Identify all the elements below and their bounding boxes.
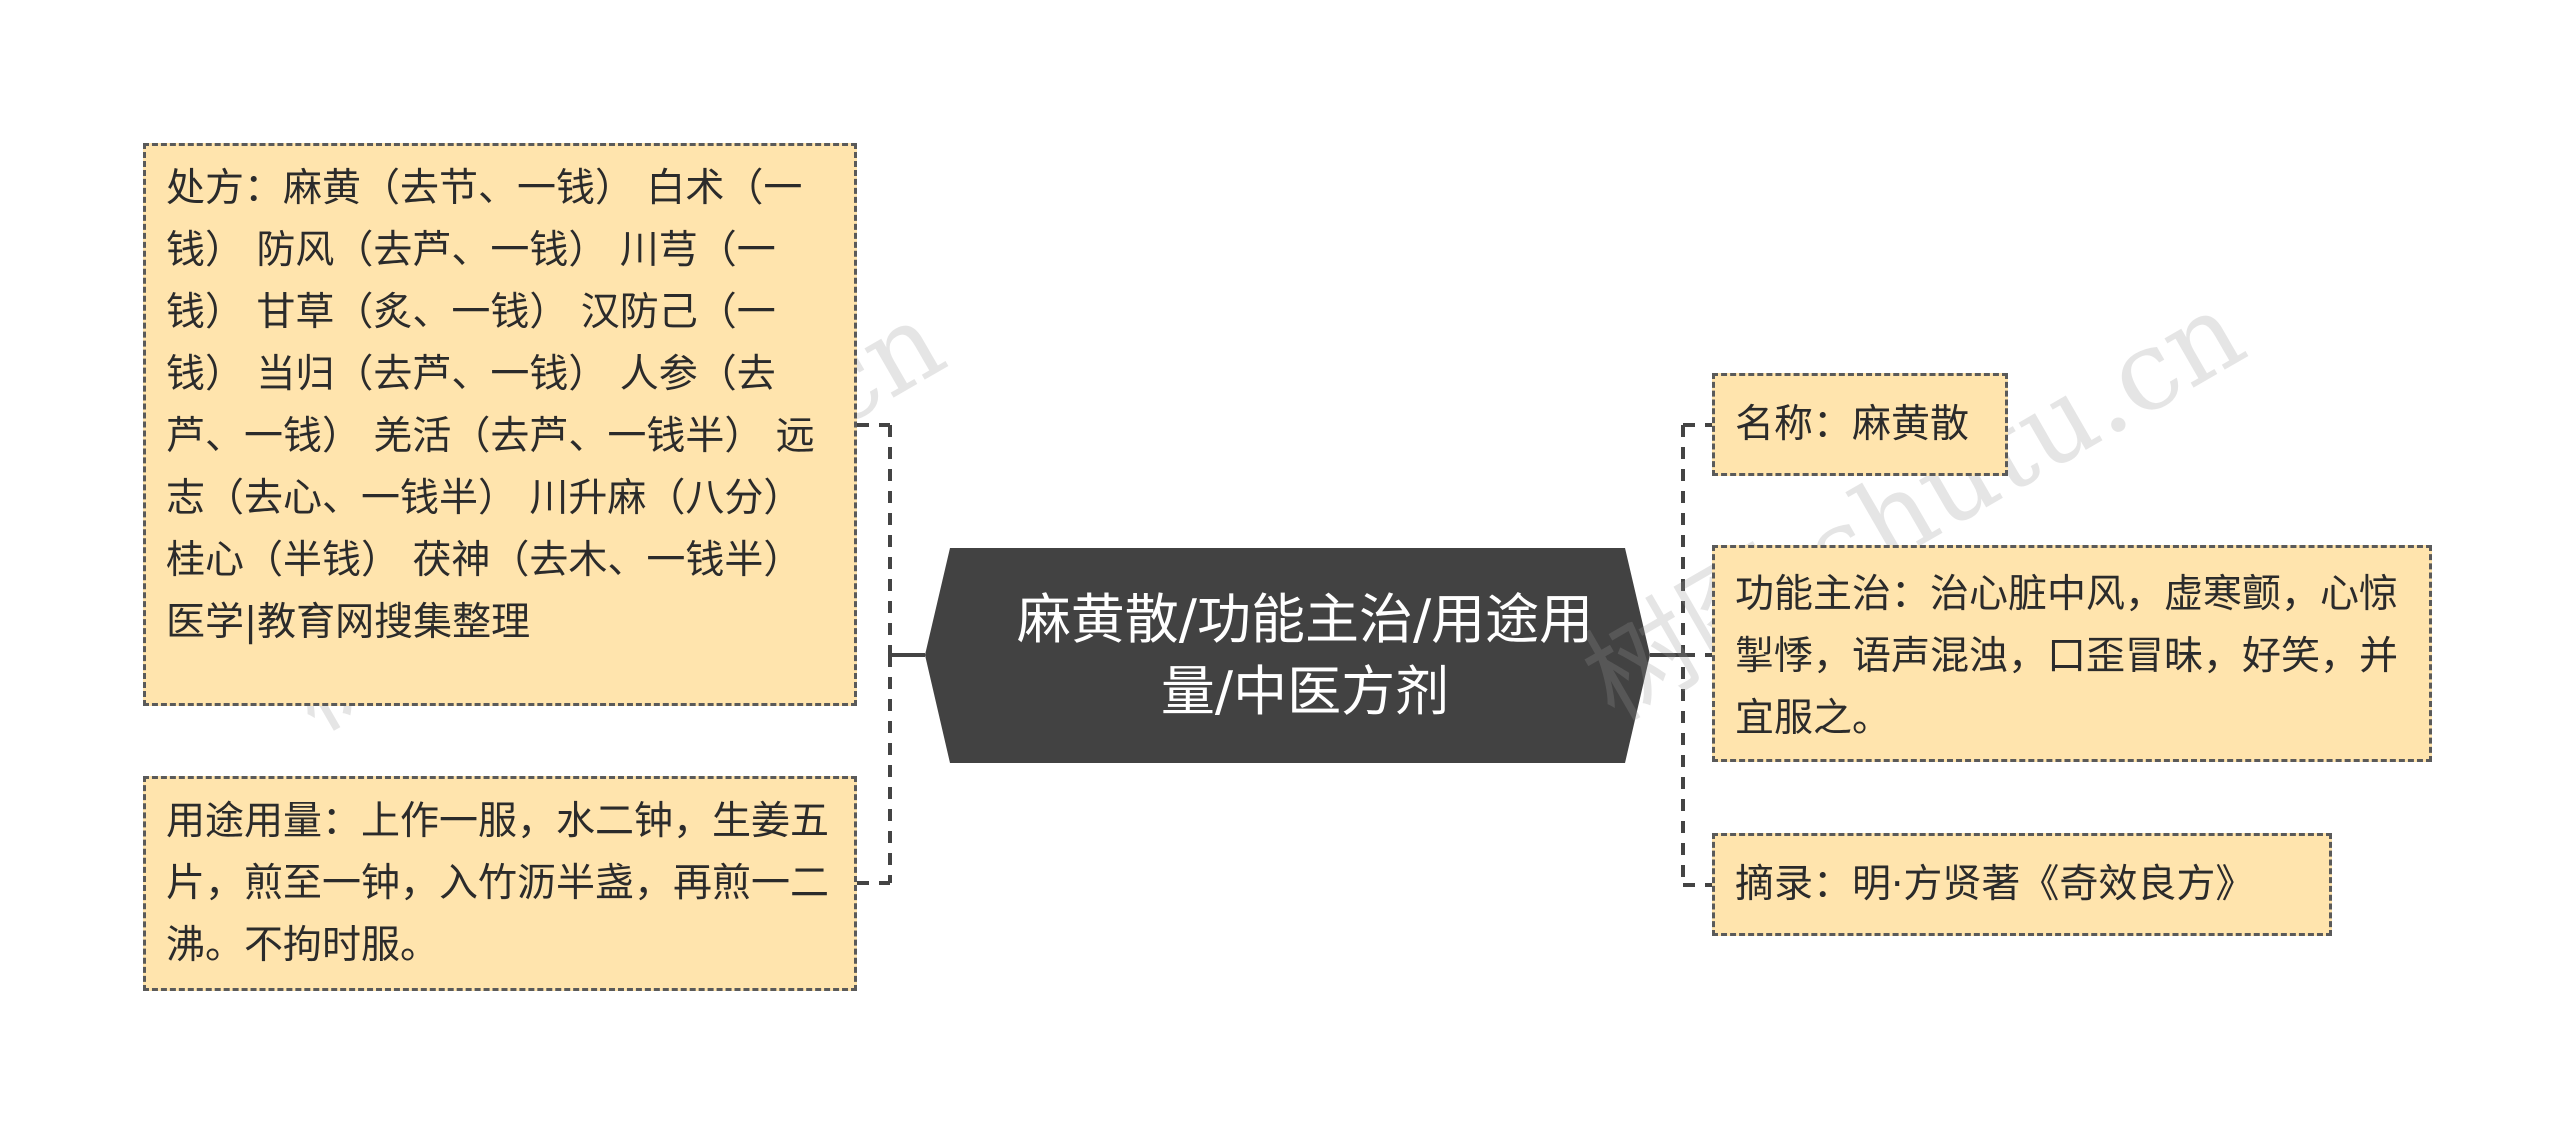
node-excerpt-text: 摘录：明·方贤著《奇效良方》 xyxy=(1735,862,2255,907)
node-usage[interactable]: 用途用量：上作一服，水二钟，生姜五片，煎至一钟，入竹沥半盏，再煎一二沸。不拘时服… xyxy=(143,776,857,991)
node-prescription-text: 处方：麻黄（去节、一钱） 白术（一钱） 防风（去芦、一钱） 川芎（一钱） 甘草（… xyxy=(166,166,815,645)
node-excerpt[interactable]: 摘录：明·方贤著《奇效良方》 xyxy=(1712,833,2332,936)
node-prescription[interactable]: 处方：麻黄（去节、一钱） 白术（一钱） 防风（去芦、一钱） 川芎（一钱） 甘草（… xyxy=(143,143,857,706)
node-function[interactable]: 功能主治：治心脏中风，虚寒颤，心惊掣悸，语声混浊，口歪冒昧，好笑，并宜服之。 xyxy=(1712,545,2432,762)
central-topic-shape xyxy=(925,548,1650,763)
central-topic-label: 麻黄散/功能主治/用途用量/中医方剂 xyxy=(1016,587,1594,723)
node-name[interactable]: 名称：麻黄散 xyxy=(1712,373,2008,476)
node-function-text: 功能主治：治心脏中风，虚寒颤，心惊掣悸，语声混浊，口歪冒昧，好笑，并宜服之。 xyxy=(1735,572,2399,741)
central-topic[interactable]: 麻黄散/功能主治/用途用量/中医方剂 xyxy=(950,548,1660,763)
node-usage-text: 用途用量：上作一服，水二钟，生姜五片，煎至一钟，入竹沥半盏，再煎一二沸。不拘时服… xyxy=(166,799,830,968)
node-name-text: 名称：麻黄散 xyxy=(1735,402,1970,447)
